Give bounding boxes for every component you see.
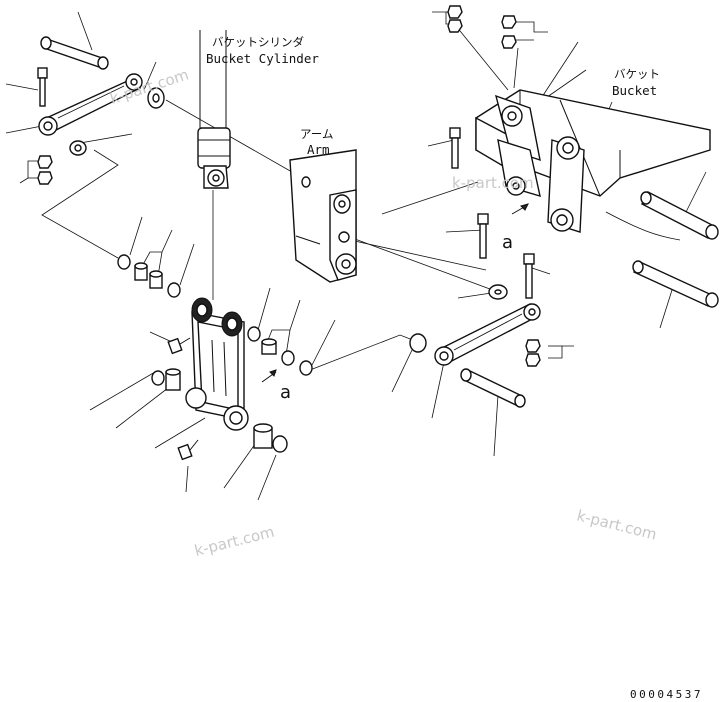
label-bucket-en: Bucket: [612, 83, 657, 98]
bushings-right-upper: [247, 326, 313, 376]
view-ref-a-left: a: [280, 382, 291, 403]
pin-bucket-upper: [640, 191, 719, 240]
label-arm-jp: アーム: [300, 127, 333, 141]
bushings-right-lower: [253, 423, 288, 453]
label-bucket-cylinder-en: Bucket Cylinder: [206, 51, 319, 66]
bolt-right-lower: [523, 253, 535, 299]
link-rod-right: [434, 303, 541, 366]
nuts-left: [37, 155, 53, 185]
pin-top-left: [40, 36, 109, 70]
center-link: [185, 297, 249, 431]
washer-left: [147, 87, 165, 109]
drawing-code: 00004537: [630, 688, 703, 701]
link-rod-left: [38, 73, 143, 136]
washer-right: [488, 284, 508, 300]
pin-right-lower: [460, 368, 526, 408]
bucket-cylinder: [197, 30, 231, 189]
bushings-row-left: [117, 254, 181, 298]
arm: [289, 149, 357, 283]
nuts-right-lower: [525, 339, 541, 367]
label-bucket-cylinder-jp: バケットシリンダ: [212, 35, 304, 49]
watermark-4: k-part.com: [575, 506, 659, 543]
watermark-2: k-part.com: [452, 174, 534, 192]
washer-center-right: [409, 333, 427, 353]
nuts-right-top-right: [501, 15, 517, 49]
bushings-left-lower: [151, 368, 181, 391]
bolt-right-upper: [449, 127, 461, 169]
pin-bucket-lower: [632, 260, 719, 308]
grease-nipple-lower: [177, 439, 199, 461]
arrow-a-left: [261, 369, 277, 383]
label-arm-en: Arm: [307, 142, 330, 157]
grease-nipple-upper: [167, 337, 191, 355]
watermark-3: k-part.com: [193, 523, 277, 560]
washer-left-2: [69, 140, 87, 156]
label-bucket-jp: バケット: [614, 67, 660, 81]
bolt-right-mid: [477, 213, 489, 259]
bolt-left: [37, 67, 48, 107]
view-ref-a-right: a: [502, 232, 513, 253]
arrow-a-right: [511, 203, 529, 215]
nuts-right-top-left: [447, 5, 463, 33]
bucket: [475, 89, 711, 233]
